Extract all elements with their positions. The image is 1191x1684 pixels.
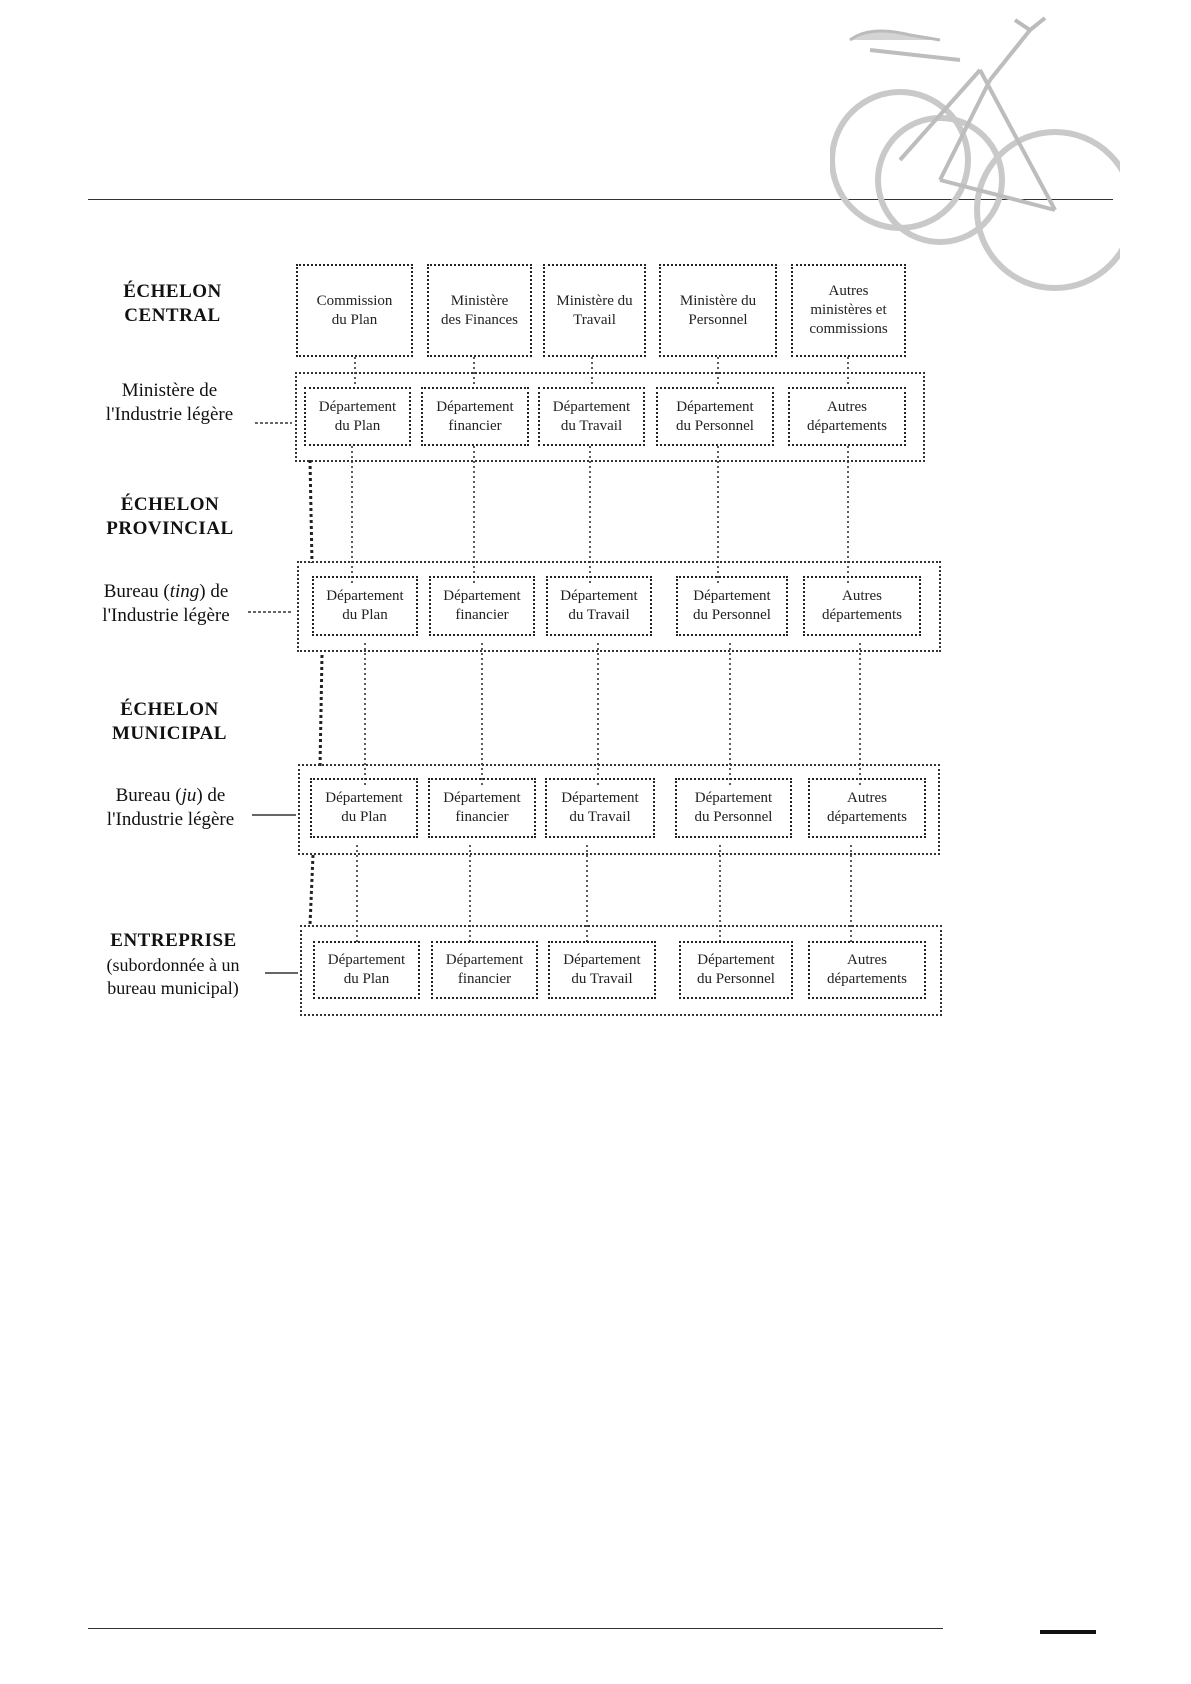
dept-municipal-financier: Département financier: [428, 778, 536, 838]
level-subtitle-enterprise: (subordonnée à un bureau municipal): [106, 955, 240, 998]
org-label-municipal-term: ju: [181, 785, 197, 806]
org-label-municipal-part-b: ) de l'Industrie légère: [106, 785, 235, 830]
org-label-provincial: Bureau (ting) de l'Industrie légère: [82, 580, 250, 628]
org-label-municipal-part-a: Bureau (: [115, 785, 182, 806]
dept-municipal-travail: Département du Travail: [545, 778, 655, 838]
top-box-autres-ministeres: Autres ministères et commissions: [791, 264, 906, 357]
dept-central-autres: Autres départements: [788, 387, 906, 446]
frame-provincial: [297, 561, 941, 652]
dept-enterprise-financier: Département financier: [431, 941, 538, 999]
dept-provincial-autres: Autres départements: [803, 576, 921, 636]
level-title-enterprise: ENTREPRISE: [110, 930, 237, 951]
level-title-provincial: ÉCHELON PROVINCIAL: [106, 494, 234, 539]
dept-provincial-travail: Département du Travail: [546, 576, 652, 636]
footer-rule: [88, 1628, 943, 1629]
bicycle-illustration: [830, 16, 1120, 291]
dept-enterprise-personnel: Département du Personnel: [679, 941, 793, 999]
dept-enterprise-travail: Département du Travail: [548, 941, 656, 999]
page-number-mark: [1040, 1630, 1096, 1634]
level-title-central: ÉCHELON CENTRAL: [123, 281, 222, 326]
dept-municipal-autres: Autres départements: [808, 778, 926, 838]
org-label-central: Ministère de l'Industrie légère: [105, 380, 234, 425]
org-label-provincial-part-b: ) de l'Industrie légère: [102, 581, 230, 626]
dept-central-plan: Département du Plan: [304, 387, 411, 446]
frame-municipal: [298, 764, 940, 855]
frame-central: [295, 372, 925, 462]
dept-enterprise-plan: Département du Plan: [313, 941, 420, 999]
dept-central-financier: Département financier: [421, 387, 529, 446]
dept-municipal-personnel: Département du Personnel: [675, 778, 792, 838]
level-title-municipal: ÉCHELON MUNICIPAL: [112, 699, 227, 744]
top-box-ministere-finances: Ministère des Finances: [427, 264, 532, 357]
dept-provincial-financier: Département financier: [429, 576, 535, 636]
dept-municipal-plan: Département du Plan: [310, 778, 418, 838]
dept-provincial-personnel: Département du Personnel: [676, 576, 788, 636]
org-label-provincial-term: ting: [169, 581, 200, 602]
org-label-provincial-part-a: Bureau (: [103, 581, 170, 602]
dept-enterprise-autres: Autres départements: [808, 941, 926, 999]
top-box-commission-plan: Commission du Plan: [296, 264, 413, 357]
header-rule: [88, 199, 1113, 200]
frame-enterprise: [300, 925, 942, 1016]
dept-provincial-plan: Département du Plan: [312, 576, 418, 636]
dept-central-travail: Département du Travail: [538, 387, 645, 446]
dept-central-personnel: Département du Personnel: [656, 387, 774, 446]
top-box-ministere-travail: Ministère du Travail: [543, 264, 646, 357]
org-label-municipal: Bureau (ju) de l'Industrie légère: [88, 784, 253, 832]
top-box-ministere-personnel: Ministère du Personnel: [659, 264, 777, 357]
